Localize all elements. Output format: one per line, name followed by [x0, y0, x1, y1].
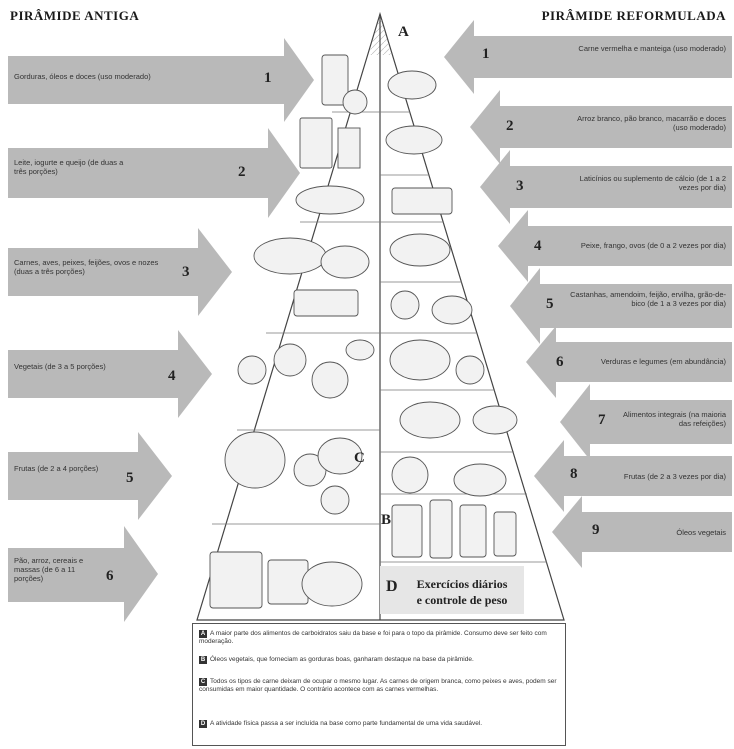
old-arrow-3-label: Carnes, aves, peixes, feijões, ovos e no… [14, 258, 159, 276]
new-arrow-4-label: Peixe, frango, ovos (de 0 a 2 vezes por … [580, 241, 726, 250]
old-arrow-4-number: 4 [168, 368, 176, 384]
new-arrow-1-number: 1 [482, 46, 490, 62]
legend-text-c: Todos os tipos de carne deixam de ocupar… [199, 678, 557, 693]
legend-key-d: D [199, 720, 207, 728]
new-arrow-8-number: 8 [570, 466, 578, 482]
old-arrow-4-label: Vegetais (de 3 a 5 porções) [14, 362, 106, 371]
new-arrow-3-number: 3 [516, 178, 524, 194]
marker-c: C [354, 450, 365, 466]
old-arrow-2-label: Leite, iogurte e queijo (de duas a três … [14, 158, 124, 176]
new-arrow-5-number: 5 [546, 296, 554, 312]
legend-text-a: A maior parte dos alimentos de carboidra… [199, 630, 547, 645]
new-arrow-2-number: 2 [506, 118, 514, 134]
old-arrow-6-label: Pão, arroz, cereais e massas (de 6 a 11 … [14, 556, 84, 583]
pyramid-tip-right [380, 14, 391, 55]
old-tier-lines [212, 111, 380, 525]
old-arrow-2-number: 2 [238, 164, 246, 180]
old-arrow-1-label: Gorduras, óleos e doces (uso moderado) [14, 72, 151, 81]
new-arrow-1-label: Carne vermelha e manteiga (uso moderado) [578, 44, 726, 53]
new-arrow-9-number: 9 [592, 522, 600, 538]
old-pyramid-heading: PIRÂMIDE ANTIGA [10, 8, 140, 23]
pyramid-tip-left [369, 14, 380, 55]
exercise-base-box [380, 566, 524, 614]
legend-key-b: B [199, 656, 207, 664]
new-arrow-5-label: Castanhas, amendoim, feijão, ervilha, gr… [570, 290, 726, 308]
new-arrow-8-label: Frutas (de 2 a 3 vezes por dia) [623, 472, 726, 481]
old-arrow-5-number: 5 [126, 470, 134, 486]
old-arrow-5-label: Frutas (de 2 a 4 porções) [14, 464, 99, 473]
new-arrow-7-number: 7 [598, 412, 606, 428]
new-arrow-4-number: 4 [534, 238, 542, 254]
exercise-base-line1: Exercícios diários [416, 577, 508, 591]
new-arrow-6-label: Verduras e legumes (em abundância) [600, 357, 726, 366]
marker-b: B [381, 512, 392, 528]
food-illustrations [209, 54, 518, 609]
old-arrow-3-number: 3 [182, 264, 190, 280]
legend-text-d: A atividade física passa a ser incluída … [210, 720, 483, 727]
old-arrow-6-number: 6 [106, 568, 114, 584]
new-arrow-9-label: Óleos vegetais [676, 528, 726, 537]
marker-a: A [398, 24, 409, 40]
new-arrow-6-number: 6 [556, 354, 564, 370]
new-arrow-7-label: Alimentos integrais (na maioria das refe… [623, 410, 726, 428]
new-arrow-2-label: Arroz branco, pão branco, macarrão e doc… [577, 114, 726, 132]
old-arrow-1-number: 1 [264, 70, 272, 86]
legend-key-c: C [199, 678, 207, 686]
exercise-base-line2: e controle de peso [416, 593, 508, 607]
new-pyramid-heading: PIRÂMIDE REFORMULADA [541, 8, 726, 23]
marker-d: D [386, 578, 398, 595]
new-arrow-3-label: Laticínios ou suplemento de cálcio (de 1… [579, 174, 726, 192]
exercise-base-label: Exercícios diários e controle de peso [402, 576, 522, 608]
new-tier-lines [380, 111, 547, 563]
legend-key-a: A [199, 630, 207, 638]
legend-text-b: Óleos vegetais, que forneciam as gordura… [210, 656, 474, 663]
